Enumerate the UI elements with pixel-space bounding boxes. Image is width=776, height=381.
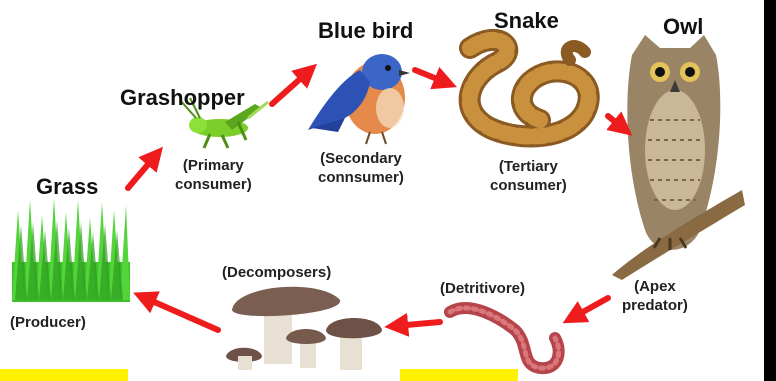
right-edge-bar — [764, 0, 776, 381]
owl-role: (Apex predator) — [622, 278, 688, 316]
arrow-bluebird-to-snake — [415, 70, 447, 83]
snake-name: Snake — [494, 10, 559, 32]
mushrooms-illustration — [226, 287, 382, 370]
arrow-decomposers-to-grass — [143, 297, 218, 330]
bluebird-role-line2: connsumer) — [318, 169, 404, 188]
highlight-strip-left — [0, 369, 128, 381]
bluebird-role: (Secondary connsumer) — [318, 150, 404, 188]
arrow-snake-to-owl — [608, 116, 624, 129]
snake-illustration — [470, 40, 589, 137]
grass-role: (Producer) — [10, 314, 86, 333]
owl-role-line2: predator) — [622, 297, 688, 316]
grass-illustration — [12, 198, 130, 302]
arrow-owl-to-detritivore — [572, 298, 608, 318]
grasshopper-role-line1: (Primary — [175, 157, 252, 176]
snake-role: (Tertiary consumer) — [490, 158, 567, 196]
grasshopper-name: Grashopper — [120, 87, 245, 109]
owl-illustration — [612, 35, 745, 280]
arrow-grasshopper-to-bluebird — [272, 71, 309, 104]
highlight-strip-right — [400, 369, 518, 381]
snake-role-line1: (Tertiary — [490, 158, 567, 177]
snake-role-line2: consumer) — [490, 177, 567, 196]
bluebird-role-line1: (Secondary — [318, 150, 404, 169]
detritivore-role: (Detritivore) — [440, 280, 525, 299]
bluebird-name: Blue bird — [318, 20, 413, 42]
bluebird-illustration — [308, 54, 410, 144]
owl-role-line1: (Apex — [622, 278, 688, 297]
grasshopper-role-line2: consumer) — [175, 176, 252, 195]
arrow-detritivore-to-decomposers — [395, 322, 440, 326]
grasshopper-role: (Primary consumer) — [175, 157, 252, 195]
owl-name: Owl — [663, 16, 703, 38]
earthworm-illustration — [450, 308, 559, 368]
decomposers-role: (Decomposers) — [222, 264, 331, 283]
grass-name: Grass — [36, 176, 98, 198]
arrow-grass-to-grasshopper — [128, 155, 156, 188]
